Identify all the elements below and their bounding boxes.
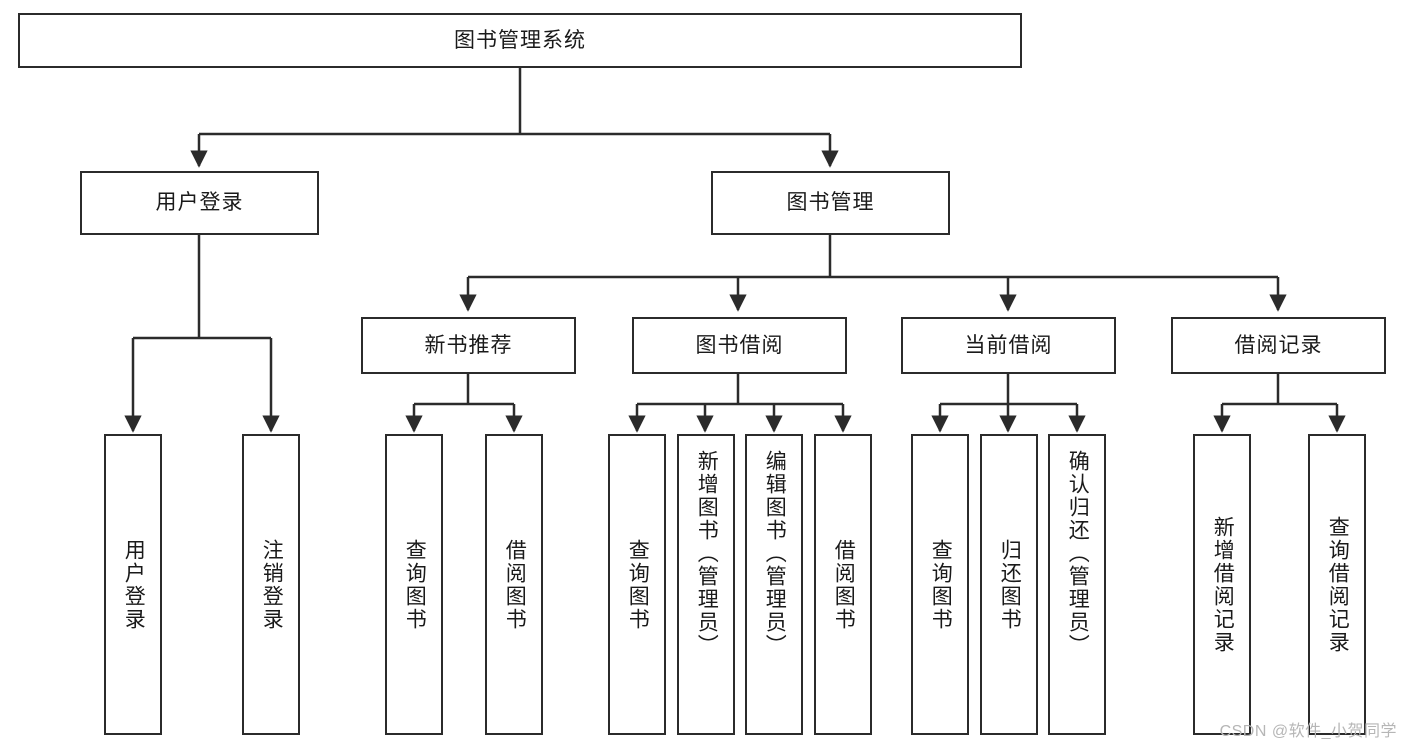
node-borrow-record[interactable]: 借阅记录 (1171, 317, 1386, 374)
node-label: 借阅记录 (1234, 333, 1323, 357)
node-label: 当前借阅 (964, 333, 1053, 357)
node-label: 确认归还（管理员） (1066, 450, 1090, 657)
leaf-add-book-admin[interactable]: 新增图书（管理员） (677, 434, 735, 735)
leaf-return-book[interactable]: 归还图书 (980, 434, 1038, 735)
node-current-borrow[interactable]: 当前借阅 (901, 317, 1116, 374)
node-label: 用户登录 (155, 191, 244, 215)
node-user-login[interactable]: 用户登录 (80, 171, 319, 235)
node-label: 查询借阅记录 (1326, 515, 1350, 654)
leaf-add-borrow-record[interactable]: 新增借阅记录 (1193, 434, 1251, 735)
leaf-query-borrow-record[interactable]: 查询借阅记录 (1308, 434, 1366, 735)
node-label: 编辑图书（管理员） (763, 450, 787, 657)
node-new-book-recommend[interactable]: 新书推荐 (361, 317, 576, 374)
node-label: 用户登录 (122, 538, 146, 631)
node-label: 注销登录 (260, 538, 284, 631)
node-label: 图书管理 (786, 191, 875, 215)
leaf-confirm-return-admin[interactable]: 确认归还（管理员） (1048, 434, 1106, 735)
node-label: 图书管理系统 (454, 28, 586, 52)
node-label: 查询图书 (403, 538, 427, 631)
node-book-management[interactable]: 图书管理 (711, 171, 950, 235)
leaf-edit-book-admin[interactable]: 编辑图书（管理员） (745, 434, 803, 735)
node-label: 借阅图书 (832, 538, 856, 631)
leaf-borrow-book[interactable]: 借阅图书 (814, 434, 872, 735)
leaf-borrow-query-book[interactable]: 查询图书 (608, 434, 666, 735)
leaf-new-book-borrow[interactable]: 借阅图书 (485, 434, 543, 735)
node-label: 新增借阅记录 (1211, 515, 1235, 654)
node-label: 图书借阅 (695, 333, 784, 357)
node-book-borrow[interactable]: 图书借阅 (632, 317, 847, 374)
node-label: 归还图书 (998, 538, 1022, 631)
node-label: 查询图书 (929, 538, 953, 631)
node-root[interactable]: 图书管理系统 (18, 13, 1022, 68)
node-label: 新增图书（管理员） (695, 450, 719, 657)
leaf-logout-login[interactable]: 注销登录 (242, 434, 300, 735)
node-label: 查询图书 (626, 538, 650, 631)
leaf-new-book-query[interactable]: 查询图书 (385, 434, 443, 735)
leaf-current-query-book[interactable]: 查询图书 (911, 434, 969, 735)
node-label: 新书推荐 (424, 333, 513, 357)
node-label: 借阅图书 (503, 538, 527, 631)
leaf-user-login[interactable]: 用户登录 (104, 434, 162, 735)
